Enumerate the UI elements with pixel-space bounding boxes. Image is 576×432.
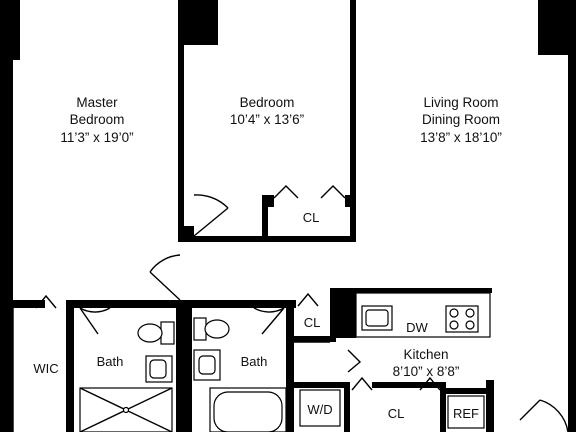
door-bedroom-closet xyxy=(273,185,346,199)
labels: Master Bedroom 11’3” x 19’0” Bedroom 10’… xyxy=(33,95,502,421)
toilet-bowl-master xyxy=(137,323,163,343)
hall-bath-label: Bath xyxy=(241,354,268,369)
lower-closet-label: CL xyxy=(388,406,405,421)
door-hall-bath xyxy=(253,307,285,335)
bedroom-closet-label: CL xyxy=(303,210,320,225)
door-entry xyxy=(519,399,569,432)
master-bedroom-name-1: Master xyxy=(76,95,118,110)
washer-dryer-label: W/D xyxy=(307,402,332,417)
door-master-bedroom xyxy=(149,254,181,301)
wall-hall-bath-right xyxy=(286,300,294,432)
shower-drain xyxy=(122,406,130,414)
toilet-tank-master xyxy=(160,321,175,345)
wall-ref-right xyxy=(486,380,494,432)
master-bedroom-name-2: Bedroom xyxy=(70,112,125,127)
wall-bedroom-door-jamb xyxy=(180,226,194,242)
door-kitchen-closet xyxy=(297,292,319,307)
bedroom-name: Bedroom xyxy=(240,95,295,110)
wall-ref-divider xyxy=(440,382,446,432)
wall-kitchen-left-column xyxy=(330,288,356,338)
door-wic xyxy=(35,294,57,309)
wic-label: WIC xyxy=(33,361,58,376)
door-master-bath xyxy=(79,307,111,335)
bedroom-dims: 10’4” x 13’6” xyxy=(230,112,304,127)
wall-kitchen-lower-left xyxy=(294,382,344,388)
master-bath-label: Bath xyxy=(97,354,124,369)
wall-corridor-left xyxy=(13,300,45,308)
wall-corridor-right xyxy=(186,300,296,308)
ref-outline xyxy=(447,395,485,429)
fixtures xyxy=(79,305,479,432)
wd-closet-outline xyxy=(299,389,341,427)
wall-column-top-right xyxy=(538,0,576,55)
wall-bath-divider xyxy=(176,300,192,432)
wall-column-upper-left xyxy=(180,0,218,45)
sink-basin-hall xyxy=(198,355,216,375)
wall-kitchen-closet-bottom xyxy=(286,336,336,342)
kitchen-name: Kitchen xyxy=(403,347,448,362)
wall-right-exterior xyxy=(568,55,576,432)
wall-master-bedroom-divider xyxy=(178,0,184,242)
wall-kitchen-lower-mid xyxy=(372,382,444,388)
wall-kitchen-lower-divider xyxy=(344,382,350,432)
wall-left-exterior xyxy=(0,0,13,432)
dishwasher-label: DW xyxy=(406,320,428,335)
bathtub-inner xyxy=(213,391,283,432)
doors xyxy=(35,185,569,432)
sink-basin-master xyxy=(149,359,167,379)
kitchen-closet-label: CL xyxy=(304,315,321,330)
toilet-tank-hall xyxy=(193,317,207,341)
toilet-bowl-hall xyxy=(204,319,230,339)
wall-bedroom-living-divider xyxy=(350,0,356,242)
wall-corridor-middle xyxy=(68,300,186,308)
wall-top-left-block xyxy=(0,0,20,60)
door-bedroom xyxy=(193,194,229,237)
wall-ref-top xyxy=(446,388,488,394)
door-kitchen-side xyxy=(347,349,362,373)
wall-bedroom-closet-left xyxy=(262,195,268,242)
wall-bedroom-closet-right xyxy=(345,195,356,207)
living-name-1: Living Room xyxy=(423,95,498,110)
master-bedroom-dims: 11’3” x 19’0” xyxy=(60,130,133,145)
door-lower-closet xyxy=(351,376,441,391)
wall-bedroom-bottom xyxy=(180,236,356,242)
living-dims: 13’8” x 18’10” xyxy=(420,130,502,145)
refrigerator-label: REF xyxy=(453,406,479,421)
wall-wic-divider xyxy=(66,300,74,432)
wall-kitchen-top xyxy=(342,288,492,293)
living-name-2: Dining Room xyxy=(422,112,500,127)
kitchen-dims: 8’10” x 8’8” xyxy=(393,364,460,379)
